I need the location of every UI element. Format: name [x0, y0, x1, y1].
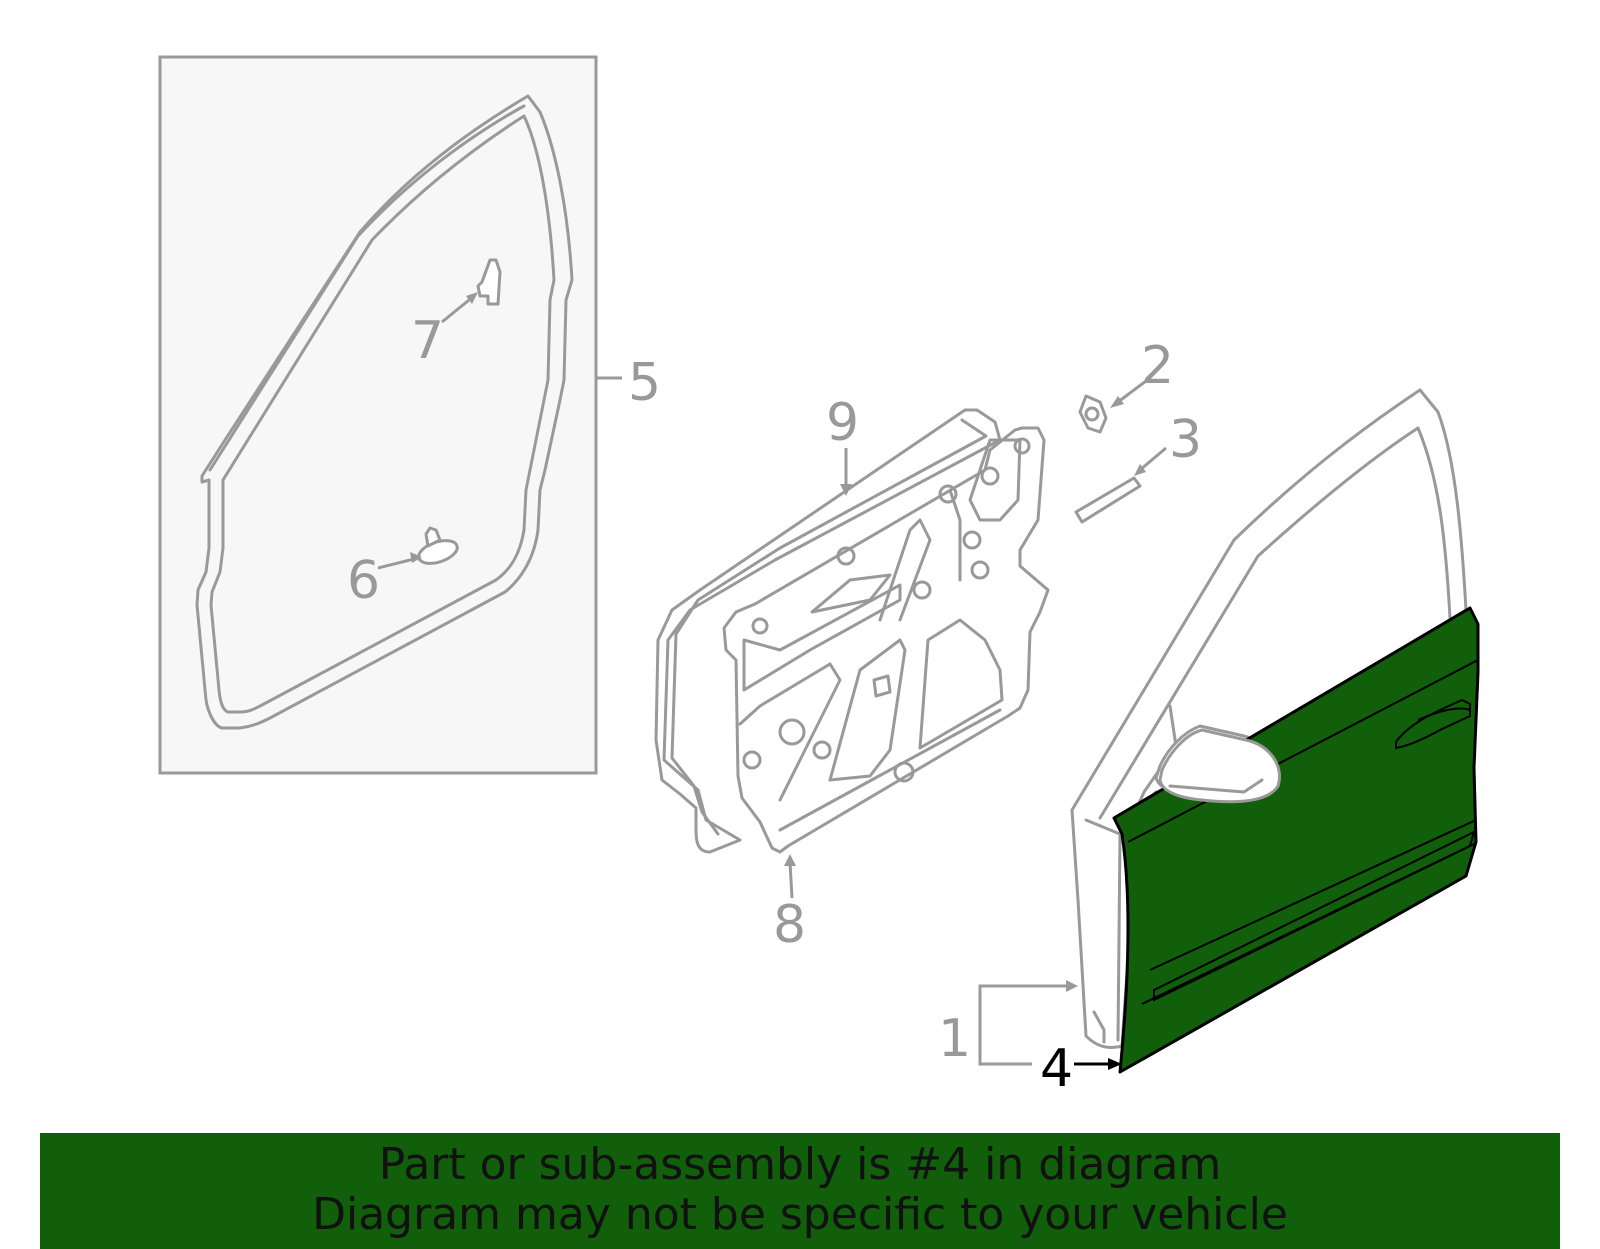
- callout-5: 5: [628, 353, 661, 413]
- callout-4: 4: [1040, 1039, 1073, 1099]
- module-8-hole-2: [836, 546, 856, 566]
- module-8-hole-9: [778, 718, 806, 746]
- callout-3: 3: [1169, 410, 1202, 470]
- nut-2: [1078, 394, 1108, 434]
- watershield-9-inner: [670, 418, 988, 836]
- door-frame-lower: [1092, 1010, 1106, 1044]
- door-outer-panel-4-handle-recess: [1417, 707, 1471, 721]
- watershield-9: [654, 408, 1002, 854]
- module-8-rib-4: [828, 638, 907, 782]
- leader-2: [1117, 376, 1151, 404]
- arrowhead-2: [1110, 396, 1124, 408]
- door-outer-panel-4-line-2: [1149, 819, 1477, 971]
- callout-9: 9: [826, 393, 859, 453]
- module-8-hole-11: [742, 750, 762, 770]
- arrowhead-3: [1134, 464, 1146, 476]
- module-8-hole-6: [962, 530, 982, 550]
- module-8-rib-5: [918, 618, 1004, 750]
- module-8-hole-8: [912, 580, 932, 600]
- module-8-hole-1: [751, 617, 769, 635]
- callout-1: 1: [938, 1009, 971, 1069]
- arrowhead-6: [410, 552, 422, 563]
- module-8-hole-10: [812, 740, 832, 760]
- door-frame-edge: [1084, 818, 1122, 1042]
- door-outer-panel-4-fill: [1112, 606, 1480, 1074]
- callout-6: 6: [347, 551, 380, 611]
- module-8-hole-12: [893, 761, 915, 783]
- module-8-hole-5: [1013, 437, 1031, 455]
- door-frame-outer: [1070, 388, 1468, 1050]
- door-seal-inner: [209, 114, 556, 714]
- callout-8: 8: [773, 895, 806, 955]
- module-8-rib-6: [878, 518, 932, 622]
- module-8-hole-3: [938, 484, 958, 504]
- module-8-hole-7: [970, 560, 990, 580]
- door-outer-panel-4: [1112, 606, 1480, 1074]
- nut-2-body: [1078, 394, 1108, 434]
- module-8-rib-2: [810, 573, 892, 614]
- module-8-rib-3: [738, 662, 842, 802]
- leader-6: [377, 556, 419, 570]
- callout-2: 2: [1141, 336, 1174, 396]
- module-8-rib-1: [742, 583, 902, 692]
- leader-1-to-4: [978, 1038, 1032, 1066]
- leader-1: [978, 984, 1070, 1038]
- seal-group-box: [158, 55, 598, 775]
- parts-diagram: 2 3 5 7 6 9 8 1 4: [158, 55, 1480, 1099]
- door-outer-panel-4-strip: [1153, 830, 1476, 1002]
- clip-7-shape: [476, 258, 502, 306]
- arrowhead-7: [466, 292, 478, 304]
- leader-3: [1139, 446, 1167, 472]
- arrowhead-8: [784, 854, 796, 866]
- arrowhead-1: [1066, 980, 1078, 992]
- module-8-square: [872, 674, 892, 698]
- door-seal-strip: [208, 104, 526, 472]
- nut-2-hole: [1084, 406, 1100, 422]
- door-seal-outer: [195, 94, 574, 730]
- arrowhead-9: [840, 484, 852, 496]
- info-banner: Part or sub-assembly is #4 in diagram Di…: [40, 1133, 1560, 1249]
- module-8-bottom: [778, 708, 1002, 832]
- door-module-8: [722, 426, 1050, 854]
- clip-6-stem: [424, 526, 442, 548]
- stud-3: [1074, 476, 1142, 524]
- banner-line-1: Part or sub-assembly is #4 in diagram: [378, 1139, 1222, 1190]
- banner-line-2: Diagram may not be specific to your vehi…: [312, 1189, 1288, 1240]
- module-8-hole-4: [980, 466, 1000, 486]
- door-mirror: [1158, 728, 1281, 804]
- door-mirror-line: [1168, 778, 1264, 794]
- door-frame-inner: [1098, 426, 1452, 820]
- leader-7: [441, 294, 475, 324]
- leader-8: [788, 861, 794, 899]
- callout-7: 7: [411, 311, 444, 371]
- arrowhead-4: [1108, 1058, 1122, 1070]
- door-outer-panel-4-line-1: [1127, 659, 1479, 843]
